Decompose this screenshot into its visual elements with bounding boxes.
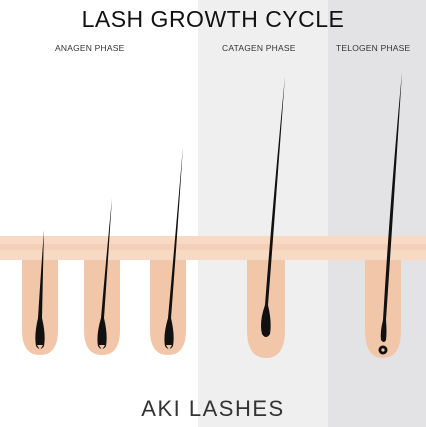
phase-label-anagen: ANAGEN PHASE bbox=[55, 43, 125, 53]
skin-layer-line bbox=[0, 244, 426, 250]
follicle-catagen bbox=[247, 76, 285, 358]
phase-label-catagen: CATAGEN PHASE bbox=[222, 43, 296, 53]
phase-label-telogen: TELOGEN PHASE bbox=[336, 43, 411, 53]
lash-root-gap bbox=[37, 345, 43, 350]
eyelash bbox=[261, 76, 285, 337]
follicle-bulb bbox=[150, 260, 186, 355]
lash-root-gap bbox=[166, 345, 172, 350]
brand-name: AKI LASHES bbox=[141, 396, 285, 421]
follicle-anagen-1 bbox=[22, 230, 58, 355]
catagen-panel bbox=[198, 0, 328, 427]
follicle-bulb bbox=[365, 260, 401, 358]
eyelash bbox=[97, 198, 112, 349]
detached-root-center bbox=[381, 348, 385, 352]
eyelash bbox=[35, 230, 45, 349]
telogen-panel bbox=[328, 0, 426, 427]
follicle-telogen bbox=[365, 72, 402, 358]
follicle-anagen-3 bbox=[150, 146, 186, 355]
eyelash bbox=[164, 146, 183, 349]
diagram-title: LASH GROWTH CYCLE bbox=[81, 6, 345, 32]
eyelash bbox=[380, 72, 402, 342]
lash-root-gap bbox=[99, 345, 105, 350]
follicle-anagen-2 bbox=[84, 198, 120, 355]
